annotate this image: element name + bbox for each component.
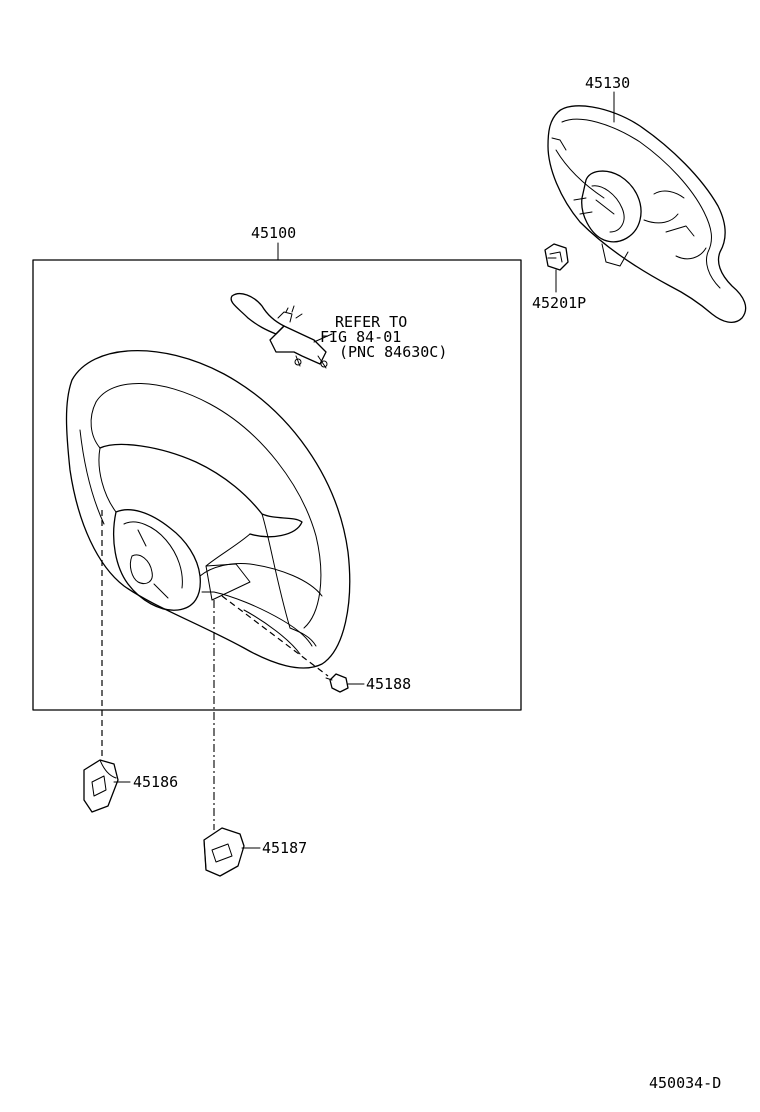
label-45100: 45100 [251,224,296,242]
horn-pad-assembly-drawing [547,105,747,324]
cover-lower-drawing [203,827,245,877]
label-45187: 45187 [262,839,307,857]
label-45201p: 45201P [532,294,586,312]
diagram-id: 450034-D [649,1074,721,1092]
switch-harness-drawing [230,292,328,369]
reference-note-line1: REFER TO [335,313,407,331]
screw-drawing [325,673,349,693]
label-45186: 45186 [133,773,178,791]
label-45188: 45188 [366,675,411,693]
reference-note-line2: FIG 84-01 [320,328,401,346]
nut-drawing [544,243,569,271]
leader-reference-note [313,333,333,343]
label-45130: 45130 [585,74,630,92]
reference-note-line3: (PNC 84630C) [339,343,447,361]
cover-left-drawing [83,759,119,813]
screw-dashed-line [221,595,329,677]
wheel-assembly-frame [32,259,522,711]
steering-wheel-drawing [65,350,351,669]
